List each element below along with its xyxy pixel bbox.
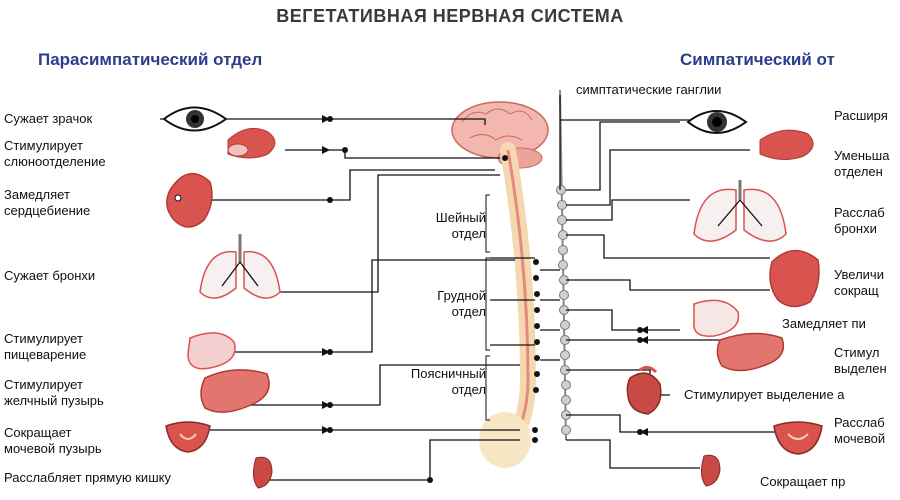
heart-left-icon	[166, 173, 213, 228]
para-effect-rectum: Расслабляет прямую кишку	[4, 470, 171, 485]
parasympathetic-ganglia	[327, 116, 433, 483]
symp-effect-saliva: Уменьша отделен	[834, 148, 890, 179]
salivary-gland-right-icon	[759, 129, 814, 160]
sympathetic-nerves	[540, 95, 780, 469]
liver-right-icon	[716, 332, 785, 372]
symp-effect-pupil: Расширя	[834, 108, 888, 123]
para-effect-gallbladder: Стимулирует желчный пузырь	[4, 377, 104, 408]
heart-right-icon	[769, 249, 820, 308]
adrenal-kidney-icon	[626, 365, 662, 415]
sympathetic-ganglia-chain	[556, 89, 571, 441]
symp-effect-adrenal: Стимулирует выделение а	[684, 387, 845, 402]
para-effect-digestion: Стимулирует пищеварение	[4, 331, 87, 362]
liver-left-icon	[200, 369, 270, 413]
para-effect-bronchi: Сужает бронхи	[4, 268, 96, 283]
bladder-right-icon	[773, 421, 823, 455]
rectum-left-icon	[252, 456, 273, 489]
symp-effect-digestion: Замедляет пи	[782, 316, 866, 331]
nerve-arrowheads	[322, 115, 648, 436]
lungs-right-icon	[693, 180, 787, 242]
para-effect-heart: Замедляет сердцебиение	[4, 187, 91, 218]
salivary-gland-left-icon	[227, 127, 276, 159]
spine-region-cervical: Шейный отдел	[435, 210, 486, 241]
symp-effect-bladder: Расслаб мочевой	[834, 415, 886, 446]
ganglia-label: симптатические ганглии	[576, 82, 722, 97]
symp-effect-bronchi: Расслаб бронхи	[834, 205, 885, 236]
spine-region-lumbar: Поясничный отдел	[410, 366, 486, 397]
para-effect-saliva: Стимулирует слюноотделение	[4, 138, 106, 169]
bladder-left-icon	[165, 421, 211, 453]
rectum-right-icon	[700, 454, 721, 487]
para-effect-bladder: Сокращает мочевой пузырь	[4, 425, 102, 456]
parasympathetic-heading: Парасимпатический отдел	[38, 50, 263, 69]
spine-region-thoracic: Грудной отдел	[437, 288, 486, 319]
lungs-left-icon	[199, 234, 281, 299]
spinal-nuclei	[502, 155, 540, 443]
spine-region-brackets	[485, 194, 490, 421]
eye-right-icon	[686, 110, 748, 134]
stomach-right-icon	[693, 299, 740, 337]
symp-effect-heart: Увеличи сокращ	[834, 267, 884, 298]
diagram-title: ВЕГЕТАТИВНАЯ НЕРВНАЯ СИСТЕМА	[276, 6, 624, 26]
symp-effect-rectum: Сокращает пр	[760, 474, 846, 489]
sympathetic-heading: Симпатический от	[680, 50, 835, 69]
symp-effect-liver: Стимул выделен	[834, 345, 887, 376]
eye-left-icon	[162, 106, 228, 132]
parasympathetic-nerves	[160, 118, 535, 481]
para-effect-pupil: Сужает зрачок	[4, 111, 93, 126]
stomach-left-icon	[187, 332, 236, 370]
